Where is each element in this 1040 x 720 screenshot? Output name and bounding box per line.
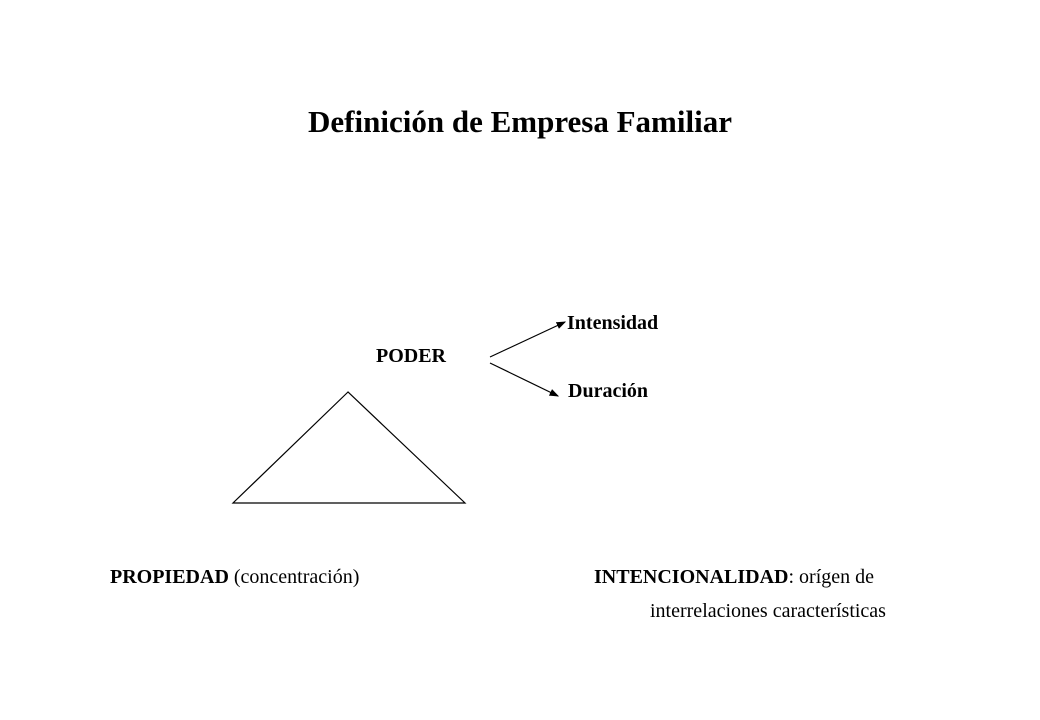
arrow-to-duracion — [489, 362, 560, 397]
intensidad-label: Intensidad — [567, 312, 659, 334]
poder-label: PODER — [376, 345, 446, 367]
arrow-to-intensidad — [489, 321, 567, 358]
duracion-label: Duración — [568, 380, 648, 402]
intencionalidad-detail-line2: interrelaciones características — [650, 600, 886, 622]
triangle — [231, 391, 467, 504]
propiedad-label: PROPIEDAD — [110, 566, 229, 588]
propiedad-block: PROPIEDAD (concentración) — [110, 566, 359, 589]
intencionalidad-detail: : orígen de — [788, 566, 875, 588]
propiedad-detail: (concentración) — [233, 566, 360, 588]
intencionalidad-block: INTENCIONALIDAD: orígen de — [594, 566, 874, 589]
intencionalidad-label: INTENCIONALIDAD — [594, 566, 789, 588]
slide-title: Definición de Empresa Familiar — [308, 104, 732, 139]
